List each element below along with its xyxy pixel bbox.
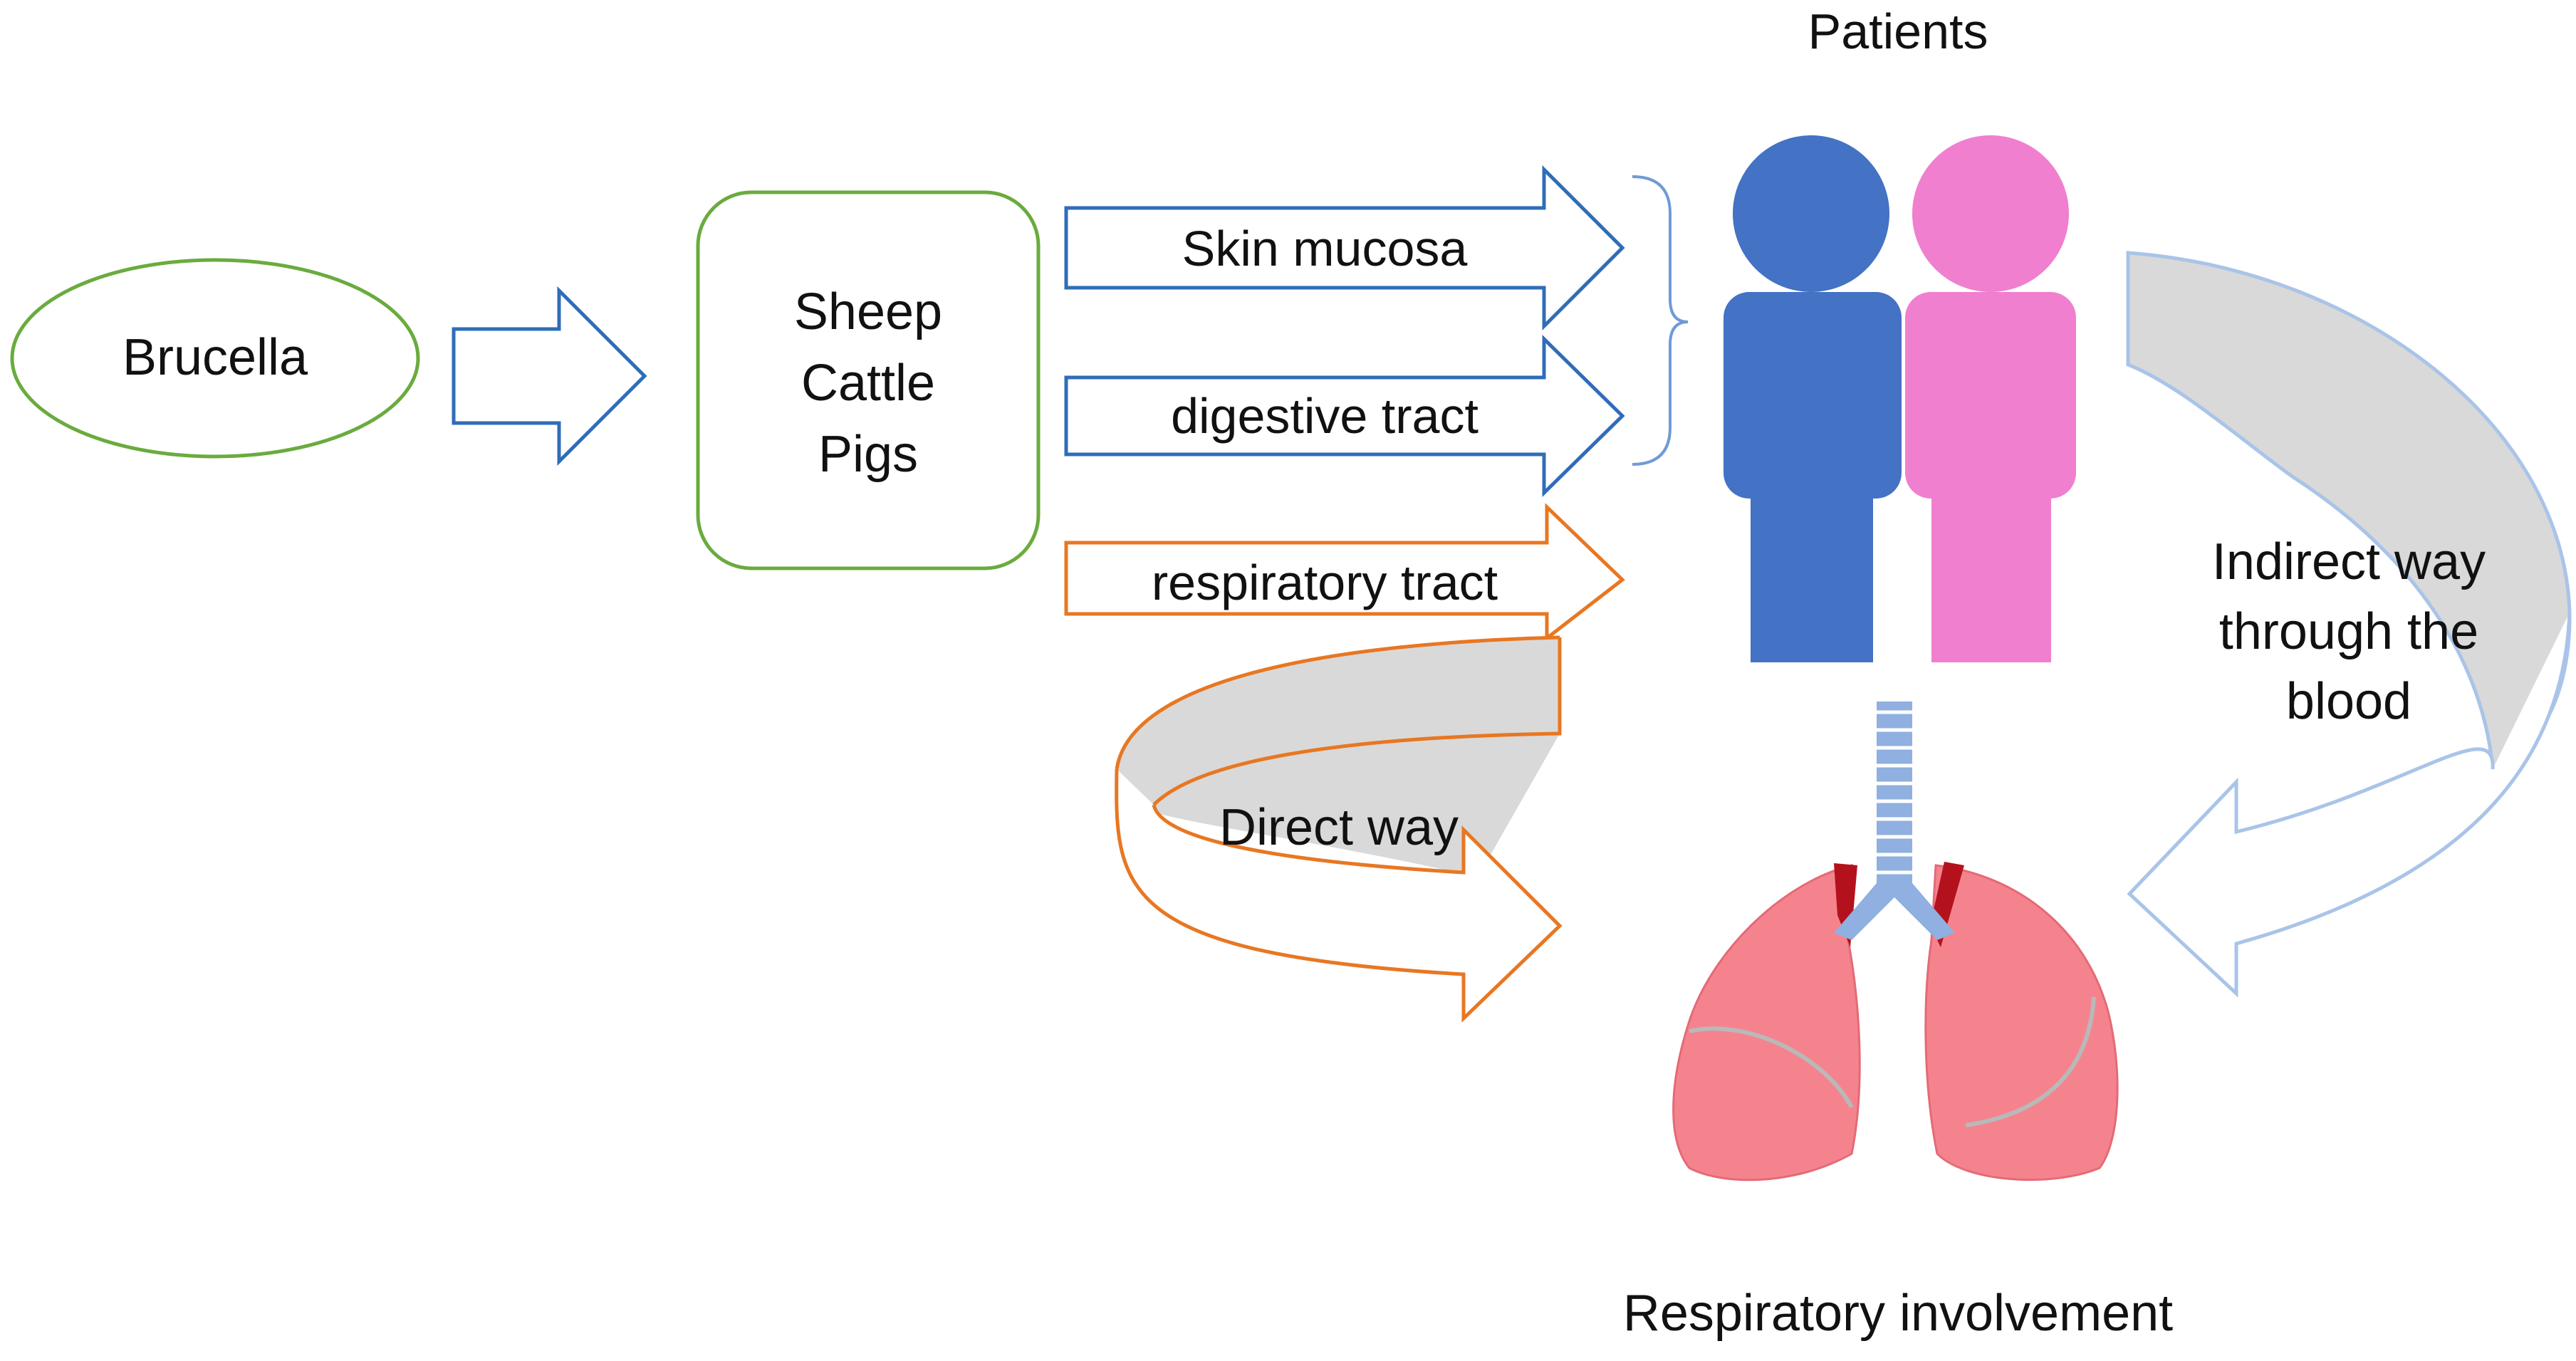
hosts-node: Sheep Cattle Pigs: [696, 190, 1041, 570]
direct-curve-inner: [1152, 637, 1562, 806]
male-patient-legs: [1751, 470, 1873, 662]
indirect-arrow-head: [2127, 612, 2572, 998]
brucella-label: Brucella: [122, 329, 308, 386]
route-bracket: [1632, 175, 1689, 466]
direct-pathway-arrow: Direct way: [1115, 635, 1563, 1023]
female-patient-torso: [1905, 292, 2076, 499]
route-respiratory-tract: respiratory tract: [1064, 503, 1625, 642]
lungs-icon: [1672, 702, 2119, 1182]
direct-curve-top-outline: [1115, 635, 1560, 770]
route-respiratory-tract-label: respiratory tract: [1152, 555, 1498, 610]
female-patient-legs: [1931, 470, 2051, 662]
route-skin-mucosa-arrow: [1064, 165, 1625, 331]
host-sheep-label: Sheep: [794, 283, 942, 340]
right-lung-fissure: [1965, 996, 2096, 1127]
brucella-node: Brucella: [10, 258, 420, 459]
indirect-label-line3: blood: [2286, 673, 2411, 730]
arrow-brucella-to-hosts: [452, 286, 647, 466]
left-lung: [1672, 864, 1861, 1182]
patients-title: Patients: [1808, 4, 1988, 59]
route-skin-mucosa-label: Skin mucosa: [1182, 221, 1468, 276]
hosts-box: [696, 190, 1041, 570]
route-digestive-tract-label: digestive tract: [1171, 388, 1479, 444]
male-patient-figure: [1724, 135, 1902, 662]
host-pigs-label: Pigs: [818, 426, 918, 483]
route-digestive-tract-arrow: [1064, 335, 1625, 497]
female-patient-figure: [1905, 135, 2076, 662]
indirect-label-line1: Indirect way: [2212, 533, 2486, 590]
host-cattle-label: Cattle: [801, 355, 935, 412]
brucella-ellipse: [10, 258, 420, 459]
left-lung-fissure: [1689, 1026, 1854, 1109]
right-lung: [1924, 864, 2119, 1182]
indirect-label-line2: through the: [2219, 603, 2478, 660]
male-patient-torso: [1724, 292, 1902, 499]
trachea-rings: [1872, 710, 1917, 875]
direct-curve-band: [1117, 637, 1560, 896]
female-patient-head: [1912, 135, 2069, 292]
direct-arrow-head: [1115, 768, 1563, 1023]
route-skin-mucosa: Skin mucosa: [1064, 165, 1625, 331]
route-digestive-tract: digestive tract: [1064, 335, 1625, 497]
route-respiratory-tract-arrow: [1064, 503, 1625, 642]
male-patient-head: [1733, 135, 1889, 292]
respiratory-involvement-label: Respiratory involvement: [1623, 1285, 2173, 1342]
indirect-pathway-arrow: Indirect way through the blood: [2126, 251, 2572, 998]
direct-label: Direct way: [1219, 799, 1459, 856]
